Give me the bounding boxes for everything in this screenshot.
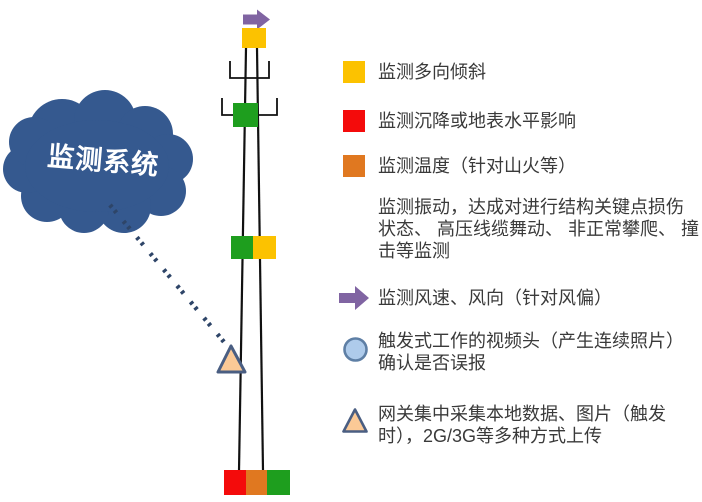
legend-item-label: 触发式工作的视频头（产生连续照片） 确认是否误报 xyxy=(378,331,684,373)
purple-arrow-icon xyxy=(339,286,369,310)
orange-square-icon xyxy=(343,155,365,177)
pole-right-leg xyxy=(255,47,265,472)
wireless-link-dashed-line xyxy=(108,203,231,350)
red-square-icon xyxy=(343,110,365,132)
legend-item-label: 监测温度（针对山火等） xyxy=(378,156,576,176)
legend-item-vibration: 监测振动，达成对进行结构关键点损伤 状态、 高压线缆舞动、 非正常攀爬、 撞 击… xyxy=(378,196,699,262)
legend-item-label: 监测振动，达成对进行结构关键点损伤 状态、 高压线缆舞动、 非正常攀爬、 撞 击… xyxy=(378,197,700,261)
legend-item-tilt: 监测多向倾斜 xyxy=(343,61,486,83)
vibration-sensor-marker-base xyxy=(267,470,290,495)
legend-item-subsidence: 监测沉降或地表水平影响 xyxy=(343,110,576,132)
gateway-triangle-icon xyxy=(342,408,368,433)
yellow-square-icon xyxy=(343,61,365,83)
legend-item-temperature: 监测温度（针对山火等） xyxy=(343,155,576,177)
wind-sensor-arrow-marker xyxy=(243,9,270,30)
vibration-sensor-marker-upper xyxy=(233,103,258,127)
legend-item-label: 监测多向倾斜 xyxy=(378,62,486,82)
legend-item-label: 监测风速、风向（针对风偏） xyxy=(378,288,612,308)
subsidence-sensor-marker-base xyxy=(224,470,246,495)
legend-item-camera: 触发式工作的视频头（产生连续照片） 确认是否误报 xyxy=(342,330,684,374)
legend-item-wind: 监测风速、风向（针对风偏） xyxy=(339,286,612,310)
gateway-triangle-marker xyxy=(216,344,247,374)
vibration-sensor-marker-mid xyxy=(231,236,253,259)
camera-circle-icon xyxy=(343,337,368,362)
tilt-sensor-marker-top xyxy=(242,28,266,48)
legend-item-label: 监测沉降或地表水平影响 xyxy=(378,111,576,131)
legend-item-gateway: 网关集中采集本地数据、图片（触发 时），2G/3G等多种方式上传 xyxy=(341,403,666,447)
upper-crossarm-bracket xyxy=(229,61,270,79)
temperature-sensor-marker-base xyxy=(246,470,267,495)
cloud-shape xyxy=(3,90,193,233)
tilt-sensor-marker-mid xyxy=(253,236,276,259)
legend-item-label: 网关集中采集本地数据、图片（触发 时），2G/3G等多种方式上传 xyxy=(378,404,666,446)
